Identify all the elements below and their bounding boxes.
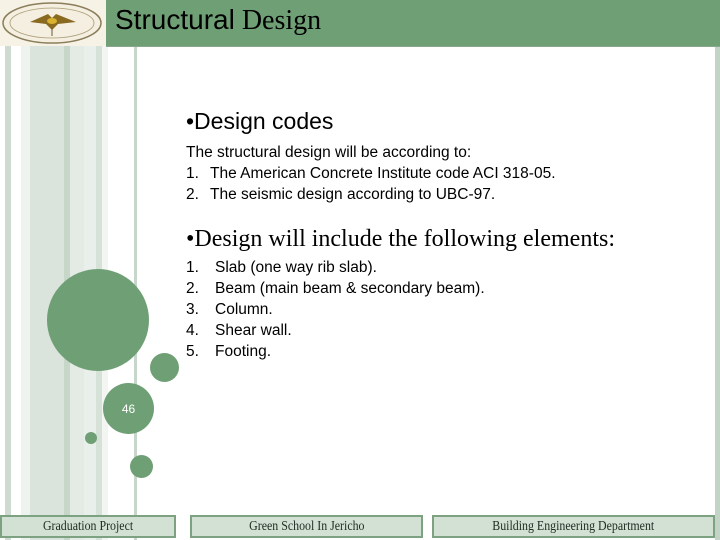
university-emblem-icon — [2, 2, 102, 44]
list-item: 2. Beam (main beam & secondary beam). — [186, 280, 485, 298]
list-text: The American Concrete Institute code ACI… — [210, 165, 556, 182]
list-number: 1. — [186, 259, 199, 276]
footer-left-text: Graduation Project — [42, 518, 134, 534]
decorative-circle-large — [47, 269, 149, 371]
list-text: Footing. — [215, 343, 272, 360]
list-text: Beam (main beam & secondary beam). — [215, 280, 485, 297]
footer-department: Building Engineering Department — [432, 515, 715, 538]
page-number: 46 — [121, 401, 136, 416]
decorative-circle-tiny — [85, 432, 97, 444]
title-part-design: Design — [234, 5, 322, 36]
list-number: 2. — [186, 186, 199, 203]
decorative-stripe — [21, 46, 30, 540]
list-text: The seismic design according to UBC-97. — [210, 186, 496, 203]
section-heading-elements: •Design will include the following eleme… — [186, 226, 615, 252]
footer-graduation-project: Graduation Project — [0, 515, 176, 538]
footer-school-name: Green School In Jericho — [190, 515, 423, 538]
header-bar — [106, 0, 720, 47]
university-logo — [0, 0, 106, 46]
list-number: 5. — [186, 343, 199, 360]
decorative-stripe — [715, 46, 720, 540]
page-title: Structural Design — [115, 4, 321, 37]
footer-center-text: Green School In Jericho — [248, 518, 365, 534]
list-number: 4. — [186, 322, 199, 339]
list-item: 5. Footing. — [186, 343, 271, 361]
page-number-badge: 46 — [103, 383, 154, 434]
decorative-circle-small — [150, 353, 179, 382]
decorative-stripe — [5, 46, 11, 540]
list-item: 1. The American Concrete Institute code A… — [186, 165, 556, 183]
list-item: 4. Shear wall. — [186, 322, 292, 340]
list-text: Column. — [215, 301, 273, 318]
list-text: Shear wall. — [215, 322, 292, 339]
list-item: 2. The seismic design according to UBC-97… — [186, 186, 495, 204]
list-item: 1. Slab (one way rib slab). — [186, 259, 377, 277]
decorative-circle-medium — [130, 455, 153, 478]
title-part-structural: Structural — [115, 4, 235, 35]
design-codes-intro: The structural design will be according … — [186, 144, 472, 161]
list-text: Slab (one way rib slab). — [215, 259, 377, 276]
list-number: 2. — [186, 280, 199, 297]
list-item: 3. Column. — [186, 301, 273, 319]
footer-right-text: Building Engineering Department — [492, 518, 655, 534]
list-number: 1. — [186, 165, 199, 182]
list-number: 3. — [186, 301, 199, 318]
section-heading-design-codes: •Design codes — [186, 108, 334, 134]
